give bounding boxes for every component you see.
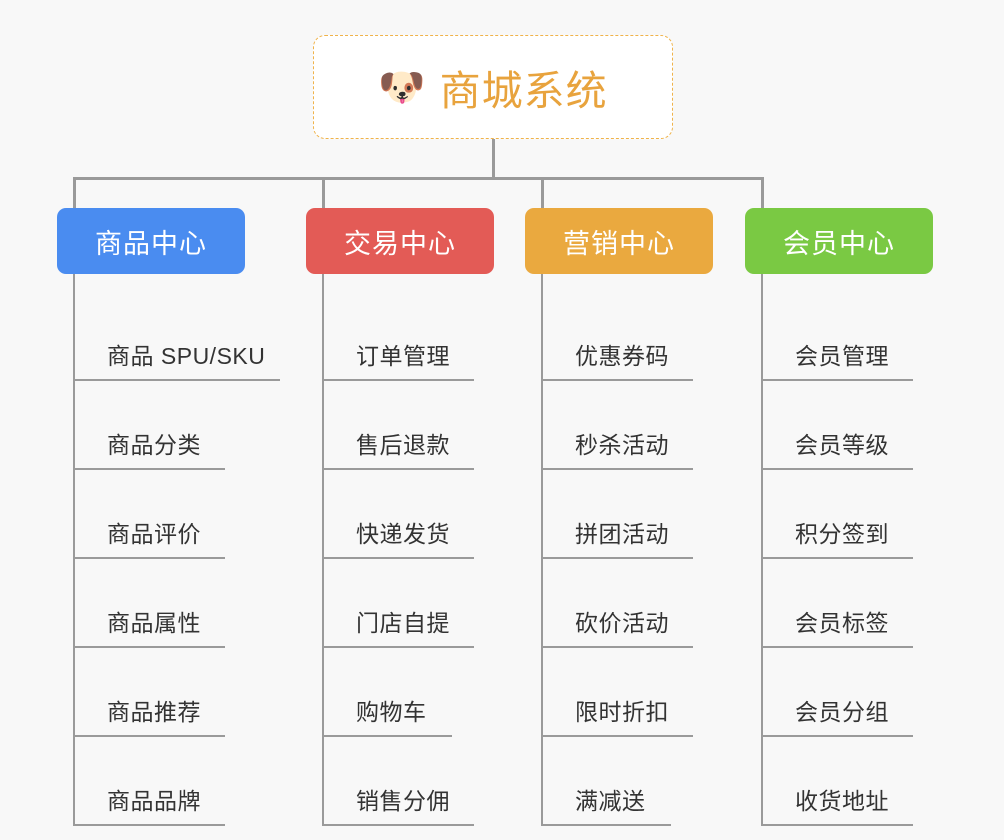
- branch-1: 商品中心商品 SPU/SKU 商品分类商品评价商品属性商品推荐商品品牌: [57, 208, 280, 826]
- leaf-label: 限时折扣: [575, 699, 669, 725]
- leaf-item[interactable]: 门店自提: [324, 559, 494, 648]
- category-box-3[interactable]: 营销中心: [525, 208, 713, 274]
- leaf-label: 收货地址: [795, 788, 889, 814]
- leaf-item[interactable]: 商品品牌: [75, 737, 245, 826]
- leaf-item[interactable]: 会员等级: [763, 381, 933, 470]
- leaf-item[interactable]: 商品分类: [75, 381, 245, 470]
- leaf-underline: [763, 468, 913, 470]
- branch-4: 会员中心会员管理会员等级积分签到会员标签会员分组收货地址: [745, 208, 933, 826]
- leaf-item[interactable]: 商品推荐: [75, 648, 245, 737]
- leaf-label: 销售分佣: [356, 788, 450, 814]
- leaf-item[interactable]: 积分签到: [763, 470, 933, 559]
- leaf-item[interactable]: 商品属性: [75, 559, 245, 648]
- connector-horizontal-bus: [73, 177, 761, 180]
- leaf-underline: [543, 468, 693, 470]
- leaf-label: 会员分组: [795, 699, 889, 725]
- leaf-underline: [75, 646, 225, 648]
- branch-2: 交易中心订单管理售后退款快递发货门店自提购物车销售分佣: [306, 208, 494, 826]
- category-label: 交易中心: [344, 228, 456, 259]
- leaf-item[interactable]: 砍价活动: [543, 559, 713, 648]
- root-node[interactable]: 🐶 商城系统: [313, 35, 673, 139]
- leaf-label: 门店自提: [356, 610, 450, 636]
- leaf-underline: [543, 557, 693, 559]
- leaf-label: 砍价活动: [575, 610, 669, 636]
- leaf-label: 商品属性: [107, 610, 201, 636]
- category-label: 营销中心: [563, 228, 675, 259]
- leaf-label: 会员等级: [795, 432, 889, 458]
- leaf-underline: [763, 379, 913, 381]
- leaf-item[interactable]: 秒杀活动: [543, 381, 713, 470]
- leaf-label: 拼团活动: [575, 521, 669, 547]
- leaf-underline: [75, 735, 225, 737]
- leaf-item[interactable]: 会员标签: [763, 559, 933, 648]
- leaf-label: 优惠券码: [575, 343, 669, 369]
- connector-drop-2: [322, 177, 325, 208]
- category-label: 会员中心: [783, 228, 895, 259]
- leaf-item[interactable]: 会员管理: [763, 292, 933, 381]
- leaf-underline: [543, 379, 693, 381]
- branch-3: 营销中心优惠券码秒杀活动拼团活动砍价活动限时折扣满减送: [525, 208, 713, 826]
- leaf-item[interactable]: 会员分组: [763, 648, 933, 737]
- leaf-list-2: 订单管理售后退款快递发货门店自提购物车销售分佣: [322, 274, 494, 826]
- leaf-item[interactable]: 销售分佣: [324, 737, 494, 826]
- shiba-dog-icon: 🐶: [378, 67, 426, 109]
- leaf-label: 商品品牌: [107, 788, 201, 814]
- leaf-underline: [324, 735, 452, 737]
- connector-drop-1: [73, 177, 76, 208]
- leaf-label: 商品推荐: [107, 699, 201, 725]
- leaf-item[interactable]: 收货地址: [763, 737, 933, 826]
- leaf-underline: [324, 379, 474, 381]
- leaf-underline: [763, 557, 913, 559]
- leaf-underline: [75, 379, 280, 381]
- leaf-item[interactable]: 售后退款: [324, 381, 494, 470]
- leaf-underline: [763, 646, 913, 648]
- leaf-item[interactable]: 商品评价: [75, 470, 245, 559]
- connector-drop-4: [761, 177, 764, 208]
- leaf-underline: [75, 824, 225, 826]
- leaf-label: 商品评价: [107, 521, 201, 547]
- category-box-1[interactable]: 商品中心: [57, 208, 245, 274]
- leaf-item[interactable]: 快递发货: [324, 470, 494, 559]
- leaf-item[interactable]: 优惠券码: [543, 292, 713, 381]
- leaf-underline: [324, 824, 474, 826]
- category-box-4[interactable]: 会员中心: [745, 208, 933, 274]
- leaf-underline: [763, 824, 913, 826]
- leaf-underline: [543, 646, 693, 648]
- leaf-underline: [543, 824, 671, 826]
- leaf-label: 购物车: [356, 699, 427, 725]
- connector-drop-3: [541, 177, 544, 208]
- leaf-underline: [543, 735, 693, 737]
- leaf-underline: [75, 468, 225, 470]
- leaf-label: 满减送: [575, 788, 646, 814]
- category-label: 商品中心: [95, 228, 207, 259]
- leaf-underline: [324, 468, 474, 470]
- leaf-label: 快递发货: [356, 521, 450, 547]
- leaf-item[interactable]: 拼团活动: [543, 470, 713, 559]
- leaf-item[interactable]: 商品 SPU/SKU: [75, 292, 280, 381]
- leaf-underline: [75, 557, 225, 559]
- category-box-2[interactable]: 交易中心: [306, 208, 494, 274]
- leaf-label: 商品分类: [107, 432, 201, 458]
- leaf-list-3: 优惠券码秒杀活动拼团活动砍价活动限时折扣满减送: [541, 274, 713, 826]
- leaf-label: 会员标签: [795, 610, 889, 636]
- leaf-label: 积分签到: [795, 521, 889, 547]
- leaf-item[interactable]: 购物车: [324, 648, 494, 737]
- leaf-label: 商品 SPU/SKU: [107, 343, 266, 369]
- leaf-item[interactable]: 满减送: [543, 737, 713, 826]
- leaf-label: 售后退款: [356, 432, 450, 458]
- leaf-label: 订单管理: [356, 343, 450, 369]
- leaf-underline: [324, 557, 474, 559]
- leaf-underline: [763, 735, 913, 737]
- leaf-list-4: 会员管理会员等级积分签到会员标签会员分组收货地址: [761, 274, 933, 826]
- leaf-list-1: 商品 SPU/SKU 商品分类商品评价商品属性商品推荐商品品牌: [73, 274, 280, 826]
- leaf-label: 秒杀活动: [575, 432, 669, 458]
- leaf-item[interactable]: 限时折扣: [543, 648, 713, 737]
- leaf-underline: [324, 646, 474, 648]
- leaf-item[interactable]: 订单管理: [324, 292, 494, 381]
- connector-root-stem: [492, 139, 495, 177]
- root-title: 商城系统: [439, 68, 608, 114]
- leaf-label: 会员管理: [795, 343, 889, 369]
